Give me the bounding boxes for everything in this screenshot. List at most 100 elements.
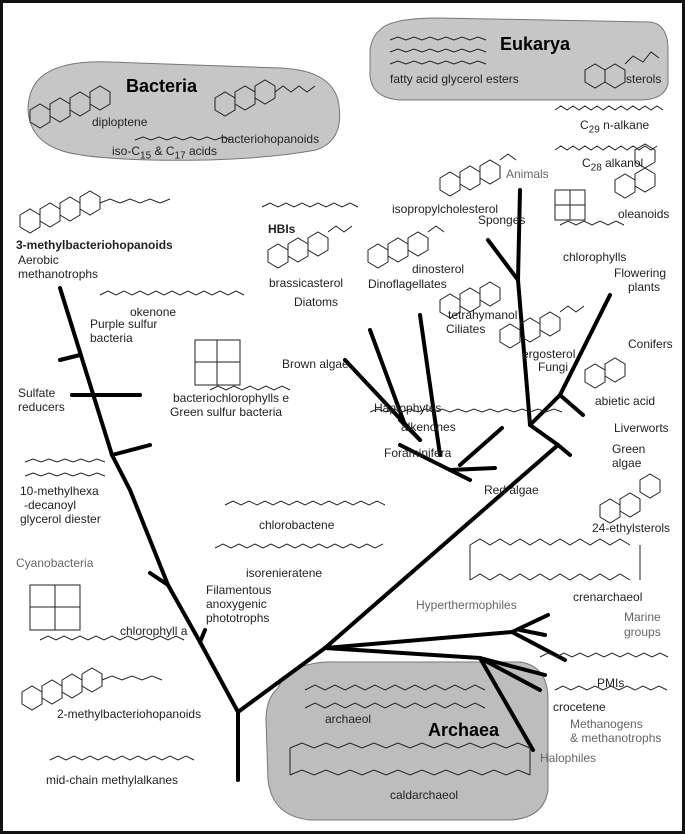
chlorophyll-a-molecule bbox=[29, 584, 185, 641]
foraminifera-label: Foraminifera bbox=[384, 446, 452, 460]
mbh2-label: 2-methylbacteriohopanoids bbox=[57, 707, 202, 721]
eukarya-blob bbox=[369, 17, 669, 101]
c29-alkane-label: C29 n-alkane bbox=[580, 118, 650, 136]
okenone-molecule bbox=[99, 290, 245, 296]
methanogens-label-1: Methanogens bbox=[570, 717, 643, 731]
fungi-label: Fungi bbox=[538, 360, 569, 374]
caldarchaeol-molecule bbox=[289, 742, 531, 776]
abietic-molecule bbox=[584, 357, 626, 389]
red-algae-label: Red algae bbox=[484, 483, 539, 497]
dinosterol-molecule bbox=[367, 225, 445, 269]
green-algae-label-2: algae bbox=[612, 456, 642, 470]
tetrahymanol-label: tetrahymanol bbox=[448, 308, 518, 322]
c28-alkanol-molecule bbox=[554, 145, 658, 151]
diatoms-label: Diatoms bbox=[294, 295, 339, 309]
mbh3-molecule bbox=[19, 190, 171, 234]
filamentous-label-2: anoxygenic bbox=[206, 597, 267, 611]
sterol-molecule bbox=[584, 51, 660, 89]
archaea-blob bbox=[265, 661, 549, 821]
archaea-title: Archaea bbox=[428, 720, 500, 740]
fatty-acid-esters-label: fatty acid glycerol esters bbox=[390, 72, 519, 86]
c28-alkanol-label: C28 alkanol bbox=[582, 156, 644, 174]
oleanoids-label: oleanoids bbox=[618, 207, 670, 221]
hbis-label: HBIs bbox=[268, 222, 296, 236]
brown-algae-label: Brown algae bbox=[282, 357, 349, 371]
diester-label-3: glycerol diester bbox=[20, 512, 101, 526]
crocetene-molecule bbox=[554, 685, 668, 691]
oleanoid-molecule bbox=[614, 143, 656, 199]
chlorophyll-a-label: chlorophyll a bbox=[120, 624, 188, 638]
flowering-plants-label-2: plants bbox=[628, 280, 661, 294]
mbh3-label: 3-methylbacteriohopanoids bbox=[16, 238, 173, 252]
c29-alkane-molecule bbox=[554, 105, 664, 111]
ciliates-label: Ciliates bbox=[446, 322, 486, 336]
chlorophylls-label: chlorophylls bbox=[563, 250, 627, 264]
ethylsterols-label: 24-ethylsterols bbox=[592, 521, 671, 535]
marine-groups-label-1: Marine bbox=[624, 610, 661, 624]
halophiles-label: Halophiles bbox=[540, 751, 597, 765]
isorenieratene-molecule bbox=[214, 543, 384, 549]
cyanobacteria-label: Cyanobacteria bbox=[16, 556, 94, 570]
okenone-label: okenone bbox=[130, 305, 177, 319]
sterols-label: sterols bbox=[626, 72, 662, 86]
bchl-e-molecule bbox=[194, 339, 291, 391]
alkenone-molecule bbox=[369, 408, 563, 413]
diester-label-1: 10-methylhexa bbox=[20, 484, 99, 498]
crocetene-label: crocetene bbox=[553, 700, 606, 714]
tetrahymanol-molecule bbox=[439, 281, 501, 319]
ergosterol-molecule bbox=[499, 305, 585, 349]
brassicasterol-molecule bbox=[267, 225, 353, 269]
sulfate-reducers-label-2: reducers bbox=[18, 400, 65, 414]
green-sulfur-label: Green sulfur bacteria bbox=[170, 405, 283, 419]
bacteriohopanoid-molecule bbox=[214, 79, 316, 117]
liverworts-label: Liverworts bbox=[614, 421, 669, 435]
methylalkane-molecule bbox=[49, 755, 195, 761]
methylalkanes-label: mid-chain methylalkanes bbox=[46, 773, 179, 787]
abietic-acid-label: abietic acid bbox=[595, 394, 656, 408]
green-algae-label-1: Green bbox=[612, 442, 646, 456]
mbh2-molecule bbox=[21, 667, 163, 711]
conifers-label: Conifers bbox=[628, 337, 673, 351]
brassicasterol-label: brassicasterol bbox=[269, 276, 344, 290]
chlorobactene-molecule bbox=[224, 500, 386, 506]
diester-label-2: -decanoyl bbox=[24, 498, 77, 512]
bchl-e-label: bacteriochlorophylls e bbox=[173, 391, 290, 405]
dinoflagellates-label: Dinoflagellates bbox=[368, 277, 447, 291]
isopropylcholesterol-label: isopropylcholesterol bbox=[392, 202, 499, 216]
purple-sulfur-label-1: Purple sulfur bbox=[90, 317, 158, 331]
diester-molecule bbox=[24, 458, 106, 477]
crenarchaeol-label: crenarchaeol bbox=[573, 590, 643, 604]
isopropylcholesterol-molecule bbox=[439, 153, 517, 197]
hbi-molecule bbox=[261, 202, 359, 208]
purple-sulfur-label-2: bacteria bbox=[90, 331, 133, 345]
fatty-ester-molecule bbox=[389, 36, 487, 65]
aerobic-label: Aerobic bbox=[18, 253, 59, 267]
flowering-plants-label-1: Flowering bbox=[614, 266, 667, 280]
iso-acid-molecule bbox=[134, 136, 232, 141]
ergosterol-label: ergosterol bbox=[522, 347, 576, 361]
haptophytes-label: Haptophytes bbox=[374, 401, 442, 415]
filamentous-label-1: Filamentous bbox=[206, 583, 272, 597]
methanogens-label-2: & methanotrophs bbox=[570, 731, 662, 745]
chlorophylls-molecule bbox=[554, 189, 625, 226]
isorenieratene-label: isorenieratene bbox=[246, 566, 323, 580]
hyperthermophiles-label: Hyperthermophiles bbox=[416, 598, 517, 612]
animals-label: Animals bbox=[506, 167, 549, 181]
methanotrophs-label: methanotrophs bbox=[18, 267, 99, 281]
alkenones-label: alkenones bbox=[401, 420, 456, 434]
tree-branches bbox=[58, 188, 612, 782]
molecule-sketches bbox=[19, 36, 669, 776]
iso-acids-label: iso-C15 & C17 acids bbox=[112, 144, 217, 162]
filamentous-label-3: phototrophs bbox=[206, 611, 270, 625]
marine-groups-label-2: groups bbox=[624, 625, 661, 639]
diploptene-molecule bbox=[29, 85, 111, 129]
crenarchaeol-molecule bbox=[469, 538, 641, 581]
archaeol-molecule bbox=[304, 684, 486, 709]
chlorobactene-label: chlorobactene bbox=[259, 518, 335, 532]
diploptene-label: diploptene bbox=[92, 115, 148, 129]
bacteria-blob bbox=[27, 61, 341, 161]
sponges-label: Sponges bbox=[478, 213, 526, 227]
bacteriohopanoids-label: bacteriohopanoids bbox=[221, 132, 320, 146]
ethylsterol-molecule bbox=[599, 473, 661, 524]
